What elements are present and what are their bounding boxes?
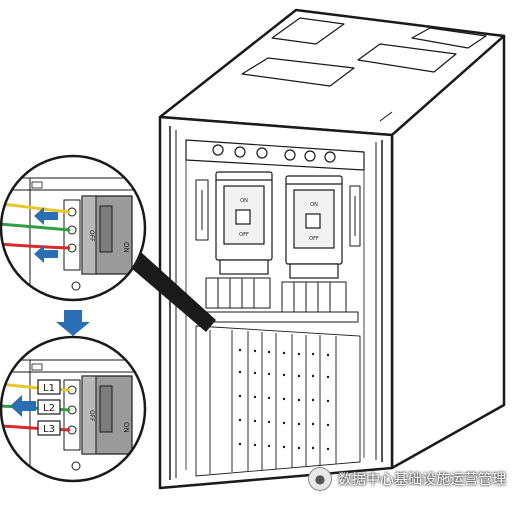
terminal-blocks: [195, 325, 361, 477]
roof-panel: [411, 27, 487, 49]
wire-green: [1, 222, 71, 232]
watermark: ● 数据中心基础设施运营管理: [308, 466, 506, 492]
bottom-switch-on-label: ON: [122, 422, 130, 433]
cabinet-breaker-left: [215, 171, 273, 275]
fuse-row: [197, 277, 359, 323]
phase-label-l2: L2: [43, 403, 55, 414]
remove-arrow-icon: [34, 207, 58, 225]
down-arrow-icon: [56, 310, 90, 336]
insert-arrow-icon: [10, 395, 36, 417]
top-callout: ON OFF: [1, 156, 145, 300]
phase-label-box: [37, 379, 61, 395]
wire-red: [1, 242, 71, 250]
wire-yellow: [1, 202, 71, 214]
bottom-callout-border: [0, 335, 147, 483]
watermark-text: 数据中心基础设施运营管理: [338, 472, 506, 488]
phase-label-l3: L3: [43, 424, 55, 435]
bottom-switch-off-label: OFF: [88, 410, 95, 422]
roof-panel: [357, 43, 457, 73]
wechat-icon: ●: [308, 467, 332, 491]
cabinet-breaker-right: [285, 175, 343, 279]
roof-panel: [271, 17, 345, 45]
breaker-left-off-label: OFF: [239, 232, 249, 238]
phase-label-l1: L1: [43, 383, 55, 394]
top-switch-off-label: OFF: [88, 230, 95, 242]
remove-arrow-icon: [34, 245, 58, 263]
bottom-callout: L1 L2 L3 ON OFF: [1, 337, 145, 481]
top-switch-on-label: ON: [122, 242, 130, 253]
breaker-right-off-label: OFF: [309, 236, 319, 242]
roof-panel: [241, 57, 355, 87]
callout-pointer: [124, 244, 216, 332]
cable-knockouts: [212, 144, 336, 163]
phase-label-box: [37, 399, 61, 415]
phase-label-box: [37, 420, 61, 436]
top-callout-border: [0, 154, 147, 302]
breaker-left-on-label: ON: [240, 198, 248, 204]
breaker-right-on-label: ON: [310, 202, 318, 208]
